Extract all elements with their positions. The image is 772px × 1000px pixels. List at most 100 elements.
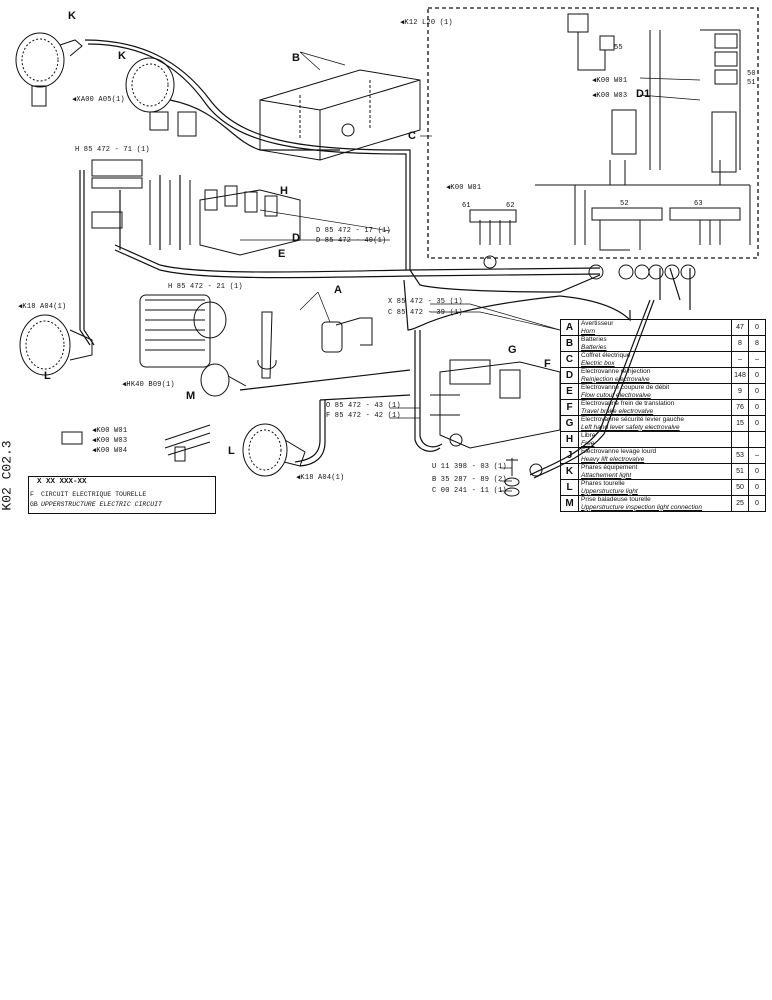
legend-en: Batteries [581,343,607,351]
label-k00w03-box: ◀K00 W03 [592,92,628,100]
upperstructure-light-l1 [19,314,93,376]
label-k00w01-mid: ◀K00 W01 [446,184,482,192]
legend-wire-2: 0 [748,367,766,384]
title-lang-fr: F [30,491,34,498]
legend-fr: Phares équipement [581,464,638,471]
legend-en: Attachement light [581,471,632,479]
electric-box-frame [427,7,759,259]
legend-code: G [560,415,579,432]
legend-wire-2: – [748,447,766,464]
legend-wire-1: 53 [731,447,749,464]
legend-wire-1: 25 [731,495,749,512]
label-l-1: L [44,370,51,382]
label-h: H [280,185,289,197]
legend-fr: Electrovanne frein de translation [581,400,675,407]
legend-wire-2: 0 [748,479,766,496]
legend-wire-2 [748,431,766,448]
label-a: A [334,284,343,296]
side-code-text: K02 C02.3 [0,440,15,511]
legend-code: A [560,319,579,336]
label-hk40: ◀HK40 B09(1) [122,381,175,389]
legend-code: L [560,479,579,496]
connector-circles [449,255,696,477]
legend-wire-1: 15 [731,415,749,432]
legend-code: F [560,399,579,416]
legend-en: Heavy lift electrovalve [581,455,645,463]
legend-fr: Libre [581,432,596,439]
label-u11: U 11 398 - 03 (1) [432,463,507,471]
inspection-socket-m [200,363,247,397]
title-ref: X XX XXX-XX [37,478,87,486]
label-52: 52 [620,200,629,208]
upperstructure-light-l2 [242,423,306,477]
label-l-2: L [228,445,235,457]
label-51: 51 [747,79,756,87]
label-k-top: K [68,10,77,22]
legend-en: Left hand lever safety electrovalve [581,423,680,431]
legend-fr: Prise baladeuse tourelle [581,496,651,503]
legend-wire-1: 76 [731,399,749,416]
legend-en: Reinjection electrovalve [581,375,650,383]
label-k12: ◀K12 L20 (1) [400,19,453,27]
label-h85-21: H 85 472 - 21 (1) [168,283,243,291]
legend-wire-1: 47 [731,319,749,336]
legend-wire-2: – [748,351,766,368]
label-k18-b: ◀K18 A04(1) [296,474,345,482]
connector-h [91,159,143,229]
label-k-2: K [118,50,127,62]
legend-wire-2: 0 [748,415,766,432]
side-code: K02 C02.3 [0,438,16,514]
legend-wire-2: 0 [748,319,766,336]
label-f: F [544,358,551,370]
label-m: M [186,390,196,402]
label-o85-43: O 85 472 - 43 (1) [326,402,401,410]
legend-wire-1: 50 [731,479,749,496]
legend-fr: Electrovanne coupure de débit [581,384,670,391]
label-55: 55 [614,44,623,52]
label-b35: B 35 287 - 89 (2) [432,476,507,484]
label-xa00: ◀XA00 A05(1) [72,96,125,104]
label-c85-39: C 85 472 - 39 (1) [388,309,463,317]
legend-code: J [560,447,579,464]
legend-wire-1: 9 [731,383,749,400]
label-d85-17: D 85 472 - 17 (1) [316,227,391,235]
legend-fr: Electrovanne réinjection [581,368,651,375]
attachment-light-k1 [15,32,83,107]
label-k00w04: ◀K00 W04 [92,447,128,455]
label-d85-40: D 85 472 - 40(1) [316,237,387,245]
legend-fr: Phares tourelle [581,480,625,487]
legend-fr: Electrovanne sécurité levier gauche [581,416,684,423]
legend-en: Flow cutout electrovalve [581,391,651,399]
legend-wire-2: 0 [748,463,766,480]
label-k00w01-box: ◀K00 W01 [592,77,628,85]
label-d1: D1 [636,88,651,100]
legend-code: D [560,367,579,384]
connector-parts-ubc [504,458,520,497]
switch-block [61,424,211,462]
legend-fr: Electrovanne levage lourd [581,448,657,455]
legend-en: Upperstructure inspection light connecti… [581,503,703,511]
legend-en: Electric box [581,359,615,367]
legend-wire-1: 148 [731,367,749,384]
valve-assembly-gf [430,359,561,449]
label-f85-42: F 85 472 - 42 (1) [326,412,401,420]
label-c: C [408,130,417,142]
valve-block-de [149,180,301,256]
label-g: G [508,344,517,356]
